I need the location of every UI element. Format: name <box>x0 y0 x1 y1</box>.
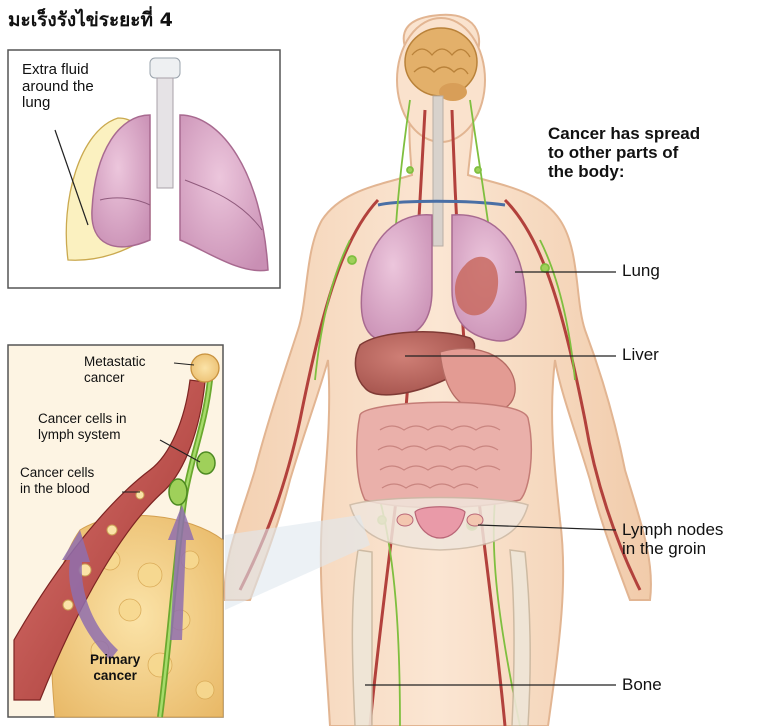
lung-label: Lung <box>622 262 660 281</box>
lymph-system-label: Cancer cells in lymph system <box>38 411 127 442</box>
lymph-nodes-label: Lymph nodes in the groin <box>622 521 723 558</box>
extra-fluid-label: Extra fluid around the lung <box>22 62 94 112</box>
blood-cells-label: Cancer cells in the blood <box>20 465 94 496</box>
liver-label: Liver <box>622 346 659 365</box>
headline: Cancer has spread to other parts of the … <box>548 124 700 181</box>
metastatic-cancer-label: Metastatic cancer <box>84 354 146 385</box>
primary-cancer-label: Primary cancer <box>90 652 140 683</box>
bone-label: Bone <box>622 676 662 695</box>
intestines <box>357 402 532 507</box>
diagram-title: มะเร็งรังไข่ระยะที่ 4 <box>8 10 173 31</box>
